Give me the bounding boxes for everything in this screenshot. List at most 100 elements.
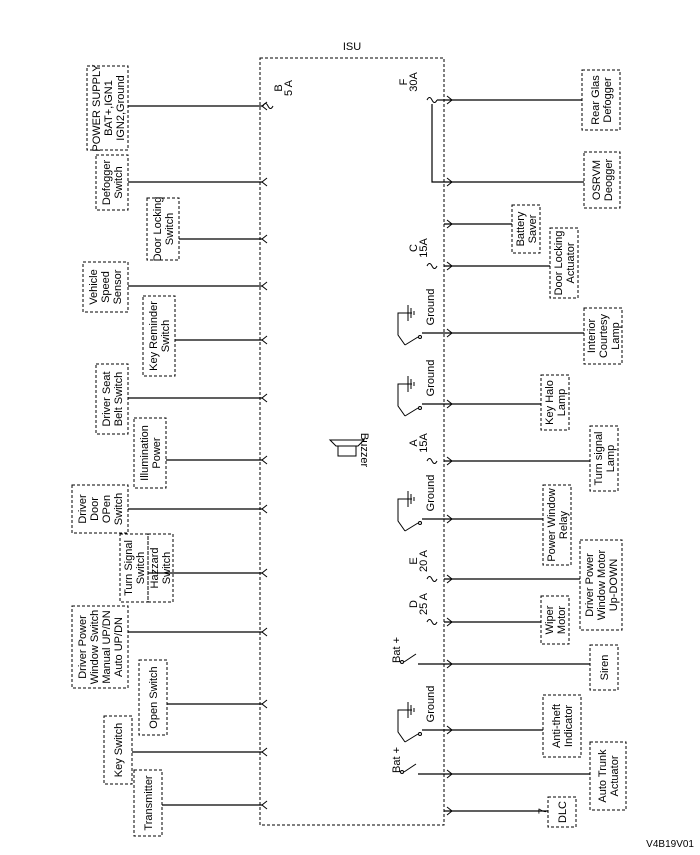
- connector-icon: [261, 627, 268, 637]
- fuse-icon: [426, 619, 438, 625]
- connector-icon: [446, 399, 453, 409]
- right-component-label-line: Defogger: [602, 77, 614, 123]
- left-component-label-line: Manual UP/DN: [101, 610, 113, 683]
- switch-blade: [404, 407, 419, 417]
- left-component-label: Open Switch: [148, 666, 160, 728]
- fuse-label-line: 30A: [408, 72, 420, 92]
- left-component-label-line: Key Switch: [113, 723, 125, 777]
- right-component-label-line: Actuator: [565, 242, 577, 283]
- right-component-label-line: Door Locking: [553, 231, 565, 296]
- fuse-icon: [262, 103, 274, 109]
- left-component-label-line: POWER SUPPLY: [91, 64, 103, 152]
- ground-label-text: Ground: [425, 475, 437, 512]
- left-component-box: [133, 769, 163, 837]
- switch-contact: [418, 732, 422, 736]
- fuse-icon: [426, 458, 438, 464]
- connector-icon: [261, 393, 268, 403]
- connector-icon: [261, 234, 268, 244]
- ground-label-text: Ground: [425, 686, 437, 723]
- right-component-label-line: Deogger: [603, 159, 615, 202]
- right-component-label-line: Driver Power: [584, 553, 596, 617]
- right-component-label-line: Courtesy: [598, 313, 610, 358]
- left-component-box: [133, 417, 167, 489]
- left-component-label-line: Driver Power: [77, 615, 89, 679]
- connector-icon: [446, 177, 453, 187]
- figure-code: V4B19V01: [646, 839, 694, 850]
- right-component-label-line: Siren: [599, 655, 611, 681]
- left-component-label-line: Driver: [77, 494, 89, 524]
- right-component-label-line: Turn signal: [593, 431, 605, 485]
- right-component-label-line: Interior: [586, 319, 598, 354]
- right-component-label-line: Lamp: [556, 389, 568, 417]
- left-component-label-line: IGN2,Ground: [115, 75, 127, 140]
- left-component-box: [86, 65, 129, 151]
- left-component-label-line: Vehicle: [88, 269, 100, 304]
- right-component-label-line: Power Window: [546, 488, 558, 561]
- left-component-label-line: Switch: [113, 493, 125, 525]
- isu-module-label: ISU: [343, 41, 361, 53]
- right-component-label-line: Motor: [556, 606, 568, 634]
- bat-label-text: Bat +: [391, 747, 403, 773]
- connector-icon: [446, 806, 453, 816]
- right-component-box: [589, 644, 619, 691]
- left-component-label-line: Switch: [160, 320, 172, 352]
- right-component-label-line: Battery: [515, 211, 527, 246]
- left-component-label-line: Driver Seat: [101, 371, 113, 426]
- connector-icon: [261, 699, 268, 709]
- fuse-label-line: 5 A: [283, 79, 295, 96]
- bat-label-text: Bat +: [391, 637, 403, 663]
- fuse-label-line: F: [398, 78, 410, 85]
- right-component-label-line: Relay: [558, 510, 570, 539]
- left-component-box: [147, 533, 174, 603]
- fuse-label-line: 25 A: [418, 592, 430, 615]
- right-component-label-line: Up-DOWN: [608, 559, 620, 612]
- right-component-label: DLC: [557, 801, 569, 823]
- right-component-box: [583, 307, 623, 365]
- switch-blade: [403, 763, 417, 773]
- left-component-label-line: Switch: [135, 552, 147, 584]
- buzzer-icon: [328, 439, 366, 457]
- connector-icon: [446, 574, 453, 584]
- connector-icon: [446, 456, 453, 466]
- fuse-icon: [426, 97, 438, 103]
- left-component-label-line: Speed: [100, 271, 112, 303]
- left-component-box: [142, 295, 176, 377]
- fuse-label: B5 A: [273, 79, 295, 96]
- left-component-label-line: Turn Signal: [123, 540, 135, 596]
- connector-icon: [446, 95, 453, 105]
- fuse-label: E20 A: [408, 549, 430, 572]
- fuse-label-line: C: [408, 244, 420, 252]
- fuse-label-line: 20 A: [418, 549, 430, 572]
- ground-label-text: Ground: [425, 360, 437, 397]
- connector-icon: [261, 455, 268, 465]
- left-component-label-line: Sensor: [112, 269, 124, 304]
- bat-label: Bat +: [391, 637, 403, 663]
- right-component-label-line: Wiper: [544, 605, 556, 634]
- left-component-box: [138, 659, 168, 736]
- fuse-label: D25 A: [408, 592, 430, 615]
- fuse-icon: [426, 576, 438, 582]
- left-component-box: [82, 261, 129, 313]
- left-component-box: [71, 605, 129, 689]
- left-component-label-line: Belt Switch: [113, 372, 125, 426]
- left-component-label-line: Door Locking: [152, 197, 164, 262]
- connector-icon: [446, 617, 453, 627]
- left-component-label-line: Switch: [113, 166, 125, 198]
- right-component-box: [583, 151, 621, 209]
- right-component-box: [549, 227, 579, 299]
